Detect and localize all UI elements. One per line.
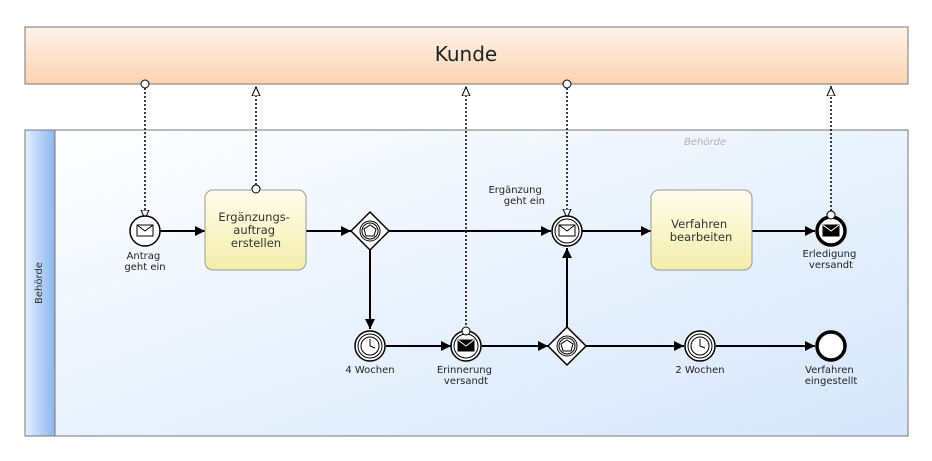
svg-text:Verfahren bearbeiten: Verfahren bearbeiten (670, 217, 733, 244)
pentagon-icon (560, 339, 574, 352)
throw-event-erinnerung-label-2: versandt (444, 376, 488, 387)
envelope-icon (558, 224, 576, 237)
pentagon-icon (363, 224, 377, 237)
event-gateway-2[interactable] (546, 325, 588, 367)
task-ergaenzungsauftrag[interactable]: Ergänzungs- auftrag erstellen (204, 189, 307, 271)
throw-event-erinnerung-label-1: Erinnerung (437, 365, 492, 376)
message-flows (145, 84, 831, 333)
sequence-flows (160, 226, 815, 351)
pool-kunde-title: Kunde (435, 42, 497, 66)
svg-text:Verfahren eingestellt: Verfahren eingestellt (805, 365, 858, 387)
task-verfahren-bearbeiten[interactable]: Verfahren bearbeiten (650, 189, 753, 271)
clock-icon (360, 336, 380, 356)
msg-source-anchor-auftrag (251, 184, 261, 194)
end-event-erledigung-label-2: versandt (809, 260, 853, 271)
timer-event-4-wochen[interactable] (354, 330, 386, 362)
start-event-antrag-label-2: geht ein (124, 262, 165, 273)
msg-source-anchor-erinnerung (461, 326, 471, 336)
end-event-verfahren-eingestellt-label-2: eingestellt (805, 376, 858, 387)
end-event-verfahren-eingestellt[interactable] (815, 330, 847, 362)
event-gateway-1[interactable] (349, 210, 391, 252)
pool-kunde[interactable]: Kunde (24, 26, 909, 85)
msg-source-anchor-erledigung (826, 210, 836, 220)
start-event-antrag[interactable] (129, 215, 161, 247)
end-event-erledigung[interactable] (815, 215, 847, 247)
pool-watermark: Behörde (684, 137, 726, 148)
svg-text:Antrag geht ein: Antrag geht ein (124, 251, 165, 273)
catch-event-ergaenzung[interactable] (551, 215, 583, 247)
task-ergaenzungsauftrag-label-2: auftrag (233, 223, 275, 237)
envelope-icon (136, 224, 154, 237)
timer-event-2-wochen[interactable] (684, 330, 716, 362)
lane-label: Behörde (34, 262, 45, 304)
svg-text:Erinnerung versandt: Erinnerung versandt (437, 365, 495, 387)
end-event-verfahren-eingestellt-label-1: Verfahren (805, 365, 854, 376)
catch-event-ergaenzung-label-1: Ergänzung (488, 185, 541, 196)
envelope-filled-icon (457, 339, 475, 352)
task-ergaenzungsauftrag-label-3: erstellen (231, 236, 281, 250)
envelope-filled-icon (822, 224, 840, 237)
task-verfahren-bearbeiten-label-1: Verfahren (671, 217, 727, 231)
task-ergaenzungsauftrag-label-1: Ergänzungs- (218, 210, 289, 224)
lane-header[interactable] (24, 129, 56, 437)
end-event-erledigung-label-1: Erledigung (802, 249, 856, 260)
task-verfahren-bearbeiten-label-2: bearbeiten (670, 230, 733, 244)
svg-text:Erledigung versandt: Erledigung versandt (802, 249, 859, 271)
start-event-antrag-label-1: Antrag (127, 251, 161, 262)
svg-text:Ergänzung geht ein: Ergänzung geht ein (488, 185, 545, 207)
catch-event-ergaenzung-label-2: geht ein (504, 196, 545, 207)
timer-event-4-wochen-label: 4 Wochen (345, 365, 394, 376)
clock-icon (690, 336, 710, 356)
svg-text:Ergänzungs- auftrag: Ergänzungs- auftrag erstellen (218, 210, 293, 250)
timer-event-2-wochen-label: 2 Wochen (675, 365, 724, 376)
